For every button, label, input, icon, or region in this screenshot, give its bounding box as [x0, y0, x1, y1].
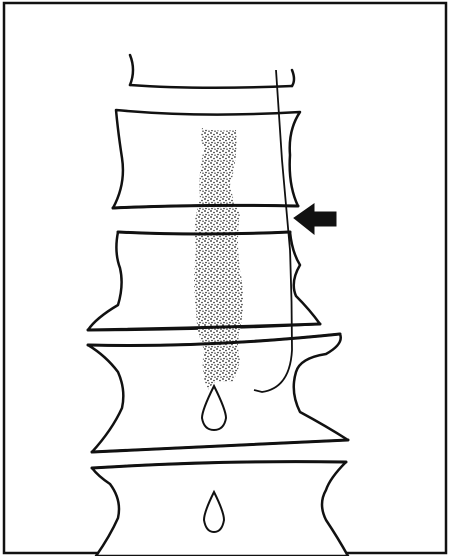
- spine-diagram-svg: [0, 0, 450, 556]
- spine-illustration: [0, 0, 450, 556]
